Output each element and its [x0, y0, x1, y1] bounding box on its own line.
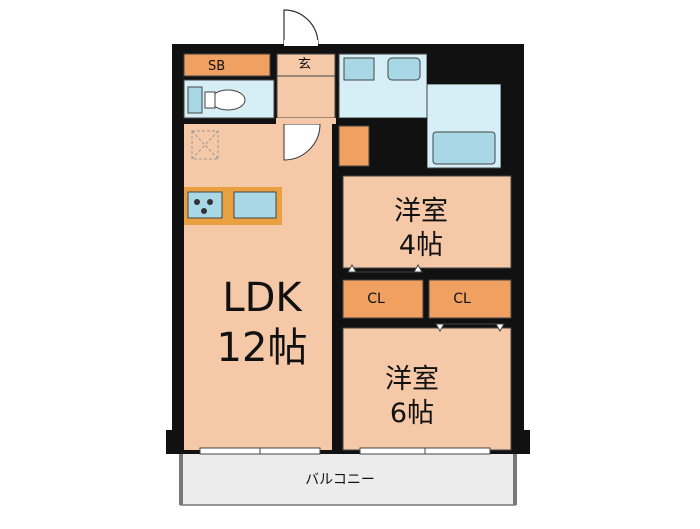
- balcony-area: [180, 450, 516, 506]
- western-room-6-floor: [342, 327, 512, 451]
- fridge-space: [191, 130, 219, 160]
- western-room-4-size: 4帖: [398, 230, 444, 261]
- closet-2: [428, 279, 512, 319]
- kitchen-sink: [233, 191, 277, 219]
- ldk-floor: [184, 124, 332, 450]
- storage-sb: [183, 53, 271, 77]
- western-room-6-size: 6帖: [389, 398, 435, 429]
- hall-closet: [338, 125, 370, 167]
- western-room-4-name: 洋室: [394, 196, 448, 227]
- entrance-label: 玄: [298, 57, 312, 72]
- ldk-name: LDK: [222, 275, 302, 321]
- closet-1-label: CL: [367, 291, 385, 307]
- closet-2-label: CL: [453, 291, 471, 307]
- closet-1: [342, 279, 424, 319]
- western-room-6-name: 洋室: [385, 364, 439, 395]
- western-room-4-floor: [342, 175, 512, 269]
- kitchen-stove: [187, 191, 223, 219]
- ldk-size: 12帖: [216, 325, 308, 371]
- storage-label: SB: [208, 59, 226, 74]
- balcony-label: バルコニー: [305, 472, 375, 488]
